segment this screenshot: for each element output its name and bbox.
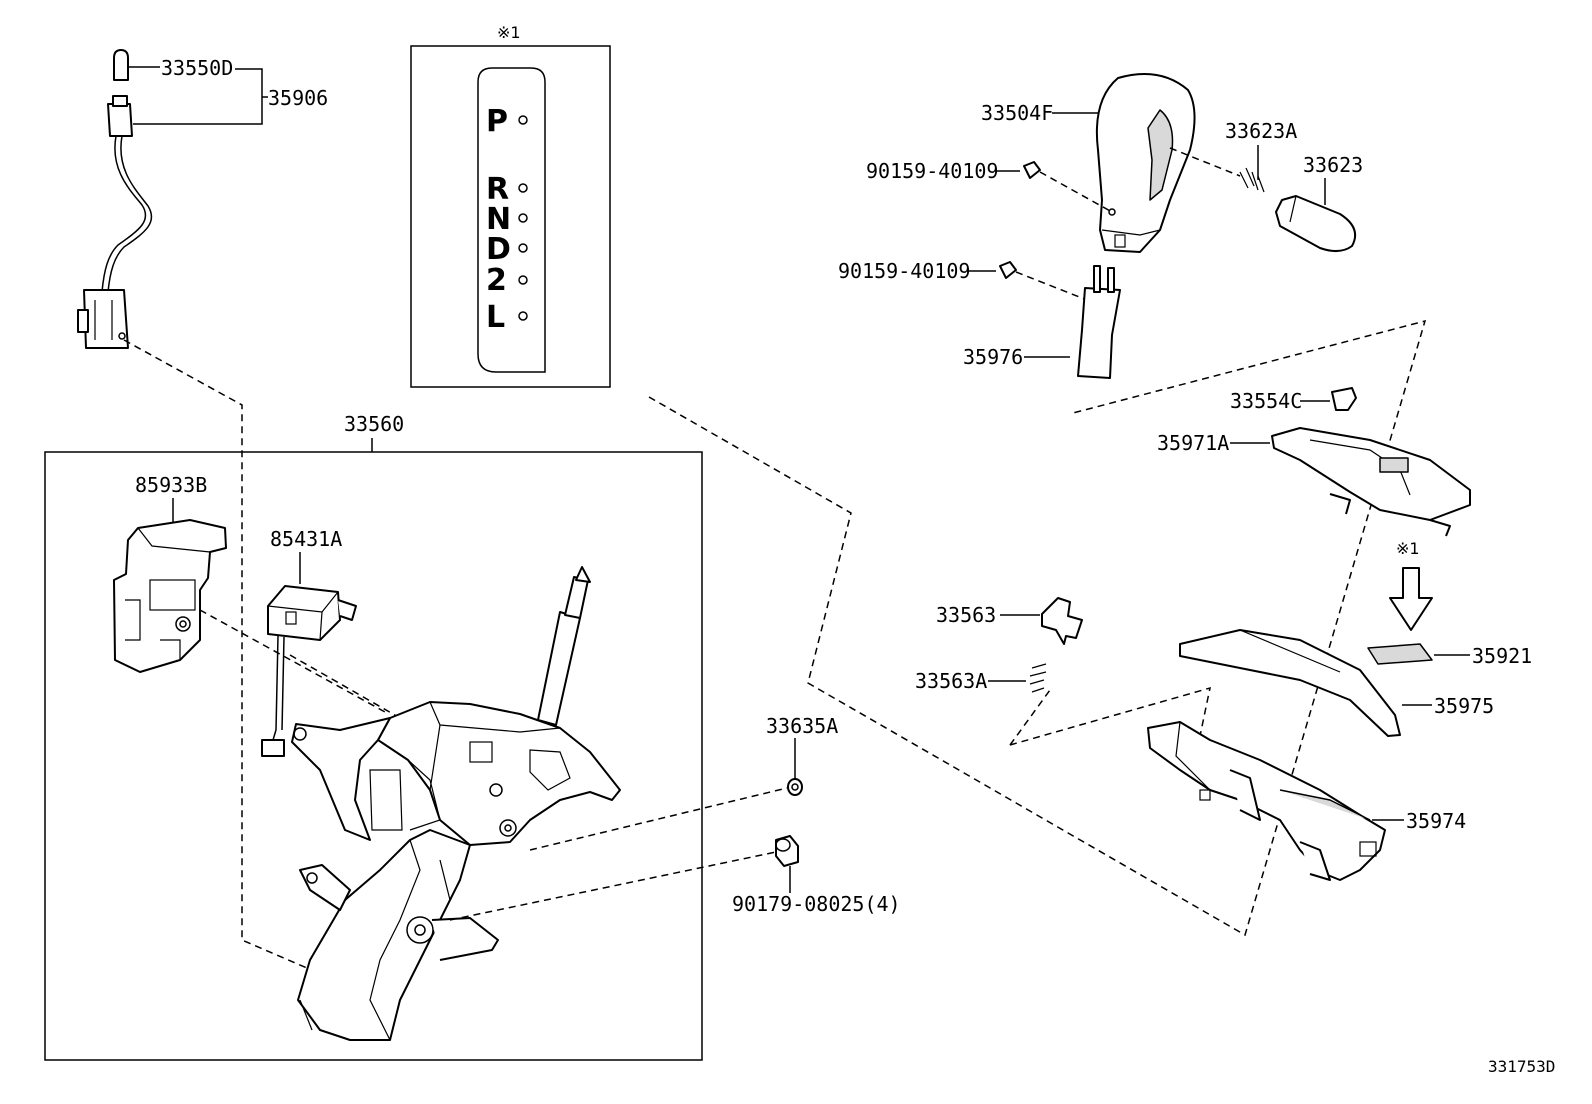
label-35975: 35975 bbox=[1434, 694, 1494, 718]
label-33563a: 33563A bbox=[915, 669, 987, 693]
switch-85431a: 85431A bbox=[261, 527, 357, 757]
label-90179: 90179-08025(4) bbox=[732, 892, 901, 916]
label-screw-lower: 90159-40109 bbox=[838, 259, 970, 283]
gate-label-n: N bbox=[486, 202, 511, 237]
shift-lever-assembly bbox=[291, 566, 621, 1041]
label-35906: 35906 bbox=[268, 86, 328, 110]
label-33560: 33560 bbox=[344, 412, 404, 436]
plate-35921: 35921 bbox=[1367, 643, 1532, 668]
label-33623: 33623 bbox=[1303, 153, 1363, 177]
note-arrow: ※1 bbox=[1389, 539, 1433, 631]
gate-label-d: D bbox=[486, 232, 511, 267]
label-35976: 35976 bbox=[963, 345, 1023, 369]
label-33563: 33563 bbox=[936, 603, 996, 627]
bulb-and-harness: 33550D 35906 bbox=[77, 49, 328, 349]
leader-harness bbox=[123, 339, 308, 969]
gate-label-r: R bbox=[486, 172, 509, 207]
gate-label-2: 2 bbox=[486, 263, 507, 298]
label-33635a: 33635A bbox=[766, 714, 838, 738]
label-screw-upper: 90159-40109 bbox=[866, 159, 998, 183]
leader-boundary bbox=[648, 319, 1427, 937]
label-33550d: 33550D bbox=[161, 56, 233, 80]
leader-85431a bbox=[289, 654, 401, 719]
slide-35975: 35975 bbox=[1179, 629, 1494, 737]
diagram-id: 331753D bbox=[1488, 1057, 1555, 1076]
bushings: 33635A 90179-08025(4) bbox=[449, 714, 901, 921]
gate-label-p: P bbox=[486, 104, 508, 139]
label-85933b: 85933B bbox=[135, 473, 207, 497]
lever-33563: 33563 33563A bbox=[915, 597, 1083, 746]
inset-note-mark: ※1 bbox=[497, 23, 521, 42]
label-33554c: 33554C bbox=[1230, 389, 1302, 413]
gate-inset: ※1 P R N D 2 L bbox=[410, 23, 611, 388]
gate-label-l: L bbox=[486, 300, 505, 335]
clip-33554c: 33554C bbox=[1230, 387, 1357, 413]
label-85431a: 85431A bbox=[270, 527, 342, 551]
housing-35971a: 35971A bbox=[1157, 427, 1471, 537]
arrow-note-mark: ※1 bbox=[1396, 539, 1420, 558]
label-35921: 35921 bbox=[1472, 644, 1532, 668]
label-35974: 35974 bbox=[1406, 809, 1466, 833]
assembly-box: 33560 bbox=[44, 412, 703, 1061]
label-33504f: 33504F bbox=[981, 101, 1053, 125]
label-33623a: 33623A bbox=[1225, 119, 1297, 143]
label-35971a: 35971A bbox=[1157, 431, 1229, 455]
cover-85933b: 85933B bbox=[113, 473, 227, 673]
base-35974: 35974 bbox=[1147, 721, 1466, 881]
knob-group: 33504F 33623A 33623 90159-40109 90159-40… bbox=[838, 73, 1363, 379]
